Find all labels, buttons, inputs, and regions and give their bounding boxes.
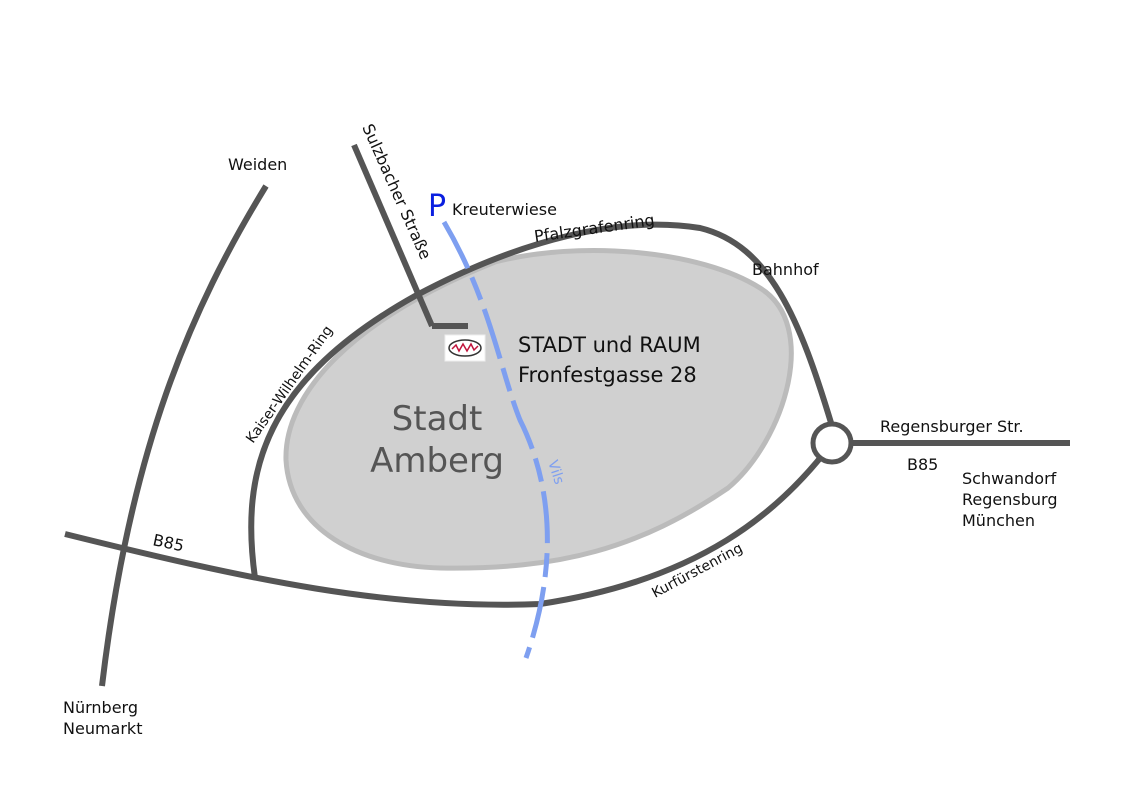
label-regensburger-str: Regensburger Str.: [880, 417, 1024, 436]
road-weiden-nuernberg: [99, 184, 269, 687]
city-name-line1: Stadt: [392, 399, 483, 439]
label-neumarkt: Neumarkt: [63, 719, 142, 738]
label-b85-east: B85: [907, 455, 938, 474]
venue-name: STADT und RAUM: [518, 333, 701, 357]
label-schwandorf: Schwandorf: [962, 469, 1057, 488]
road-b85-west: [64, 441, 835, 608]
label-kreuterwiese: Kreuterwiese: [452, 200, 557, 219]
label-muenchen: München: [962, 511, 1035, 530]
venue-address: Fronfestgasse 28: [518, 363, 697, 387]
label-vils: Vils: [544, 458, 567, 486]
venue-logo-icon: [444, 334, 486, 362]
road-ring-north: [248, 221, 835, 579]
parking-icon: P: [428, 189, 446, 224]
label-bahnhof: Bahnhof: [752, 260, 819, 279]
label-regensburg: Regensburg: [962, 490, 1057, 509]
label-weiden: Weiden: [228, 155, 287, 174]
city-name-line2: Amberg: [370, 441, 504, 481]
city-area: [283, 247, 794, 571]
label-b85-west: B85: [151, 530, 186, 555]
label-nuernberg: Nürnberg: [63, 698, 138, 717]
river-vils: [441, 220, 550, 659]
roundabout: [810, 421, 854, 465]
